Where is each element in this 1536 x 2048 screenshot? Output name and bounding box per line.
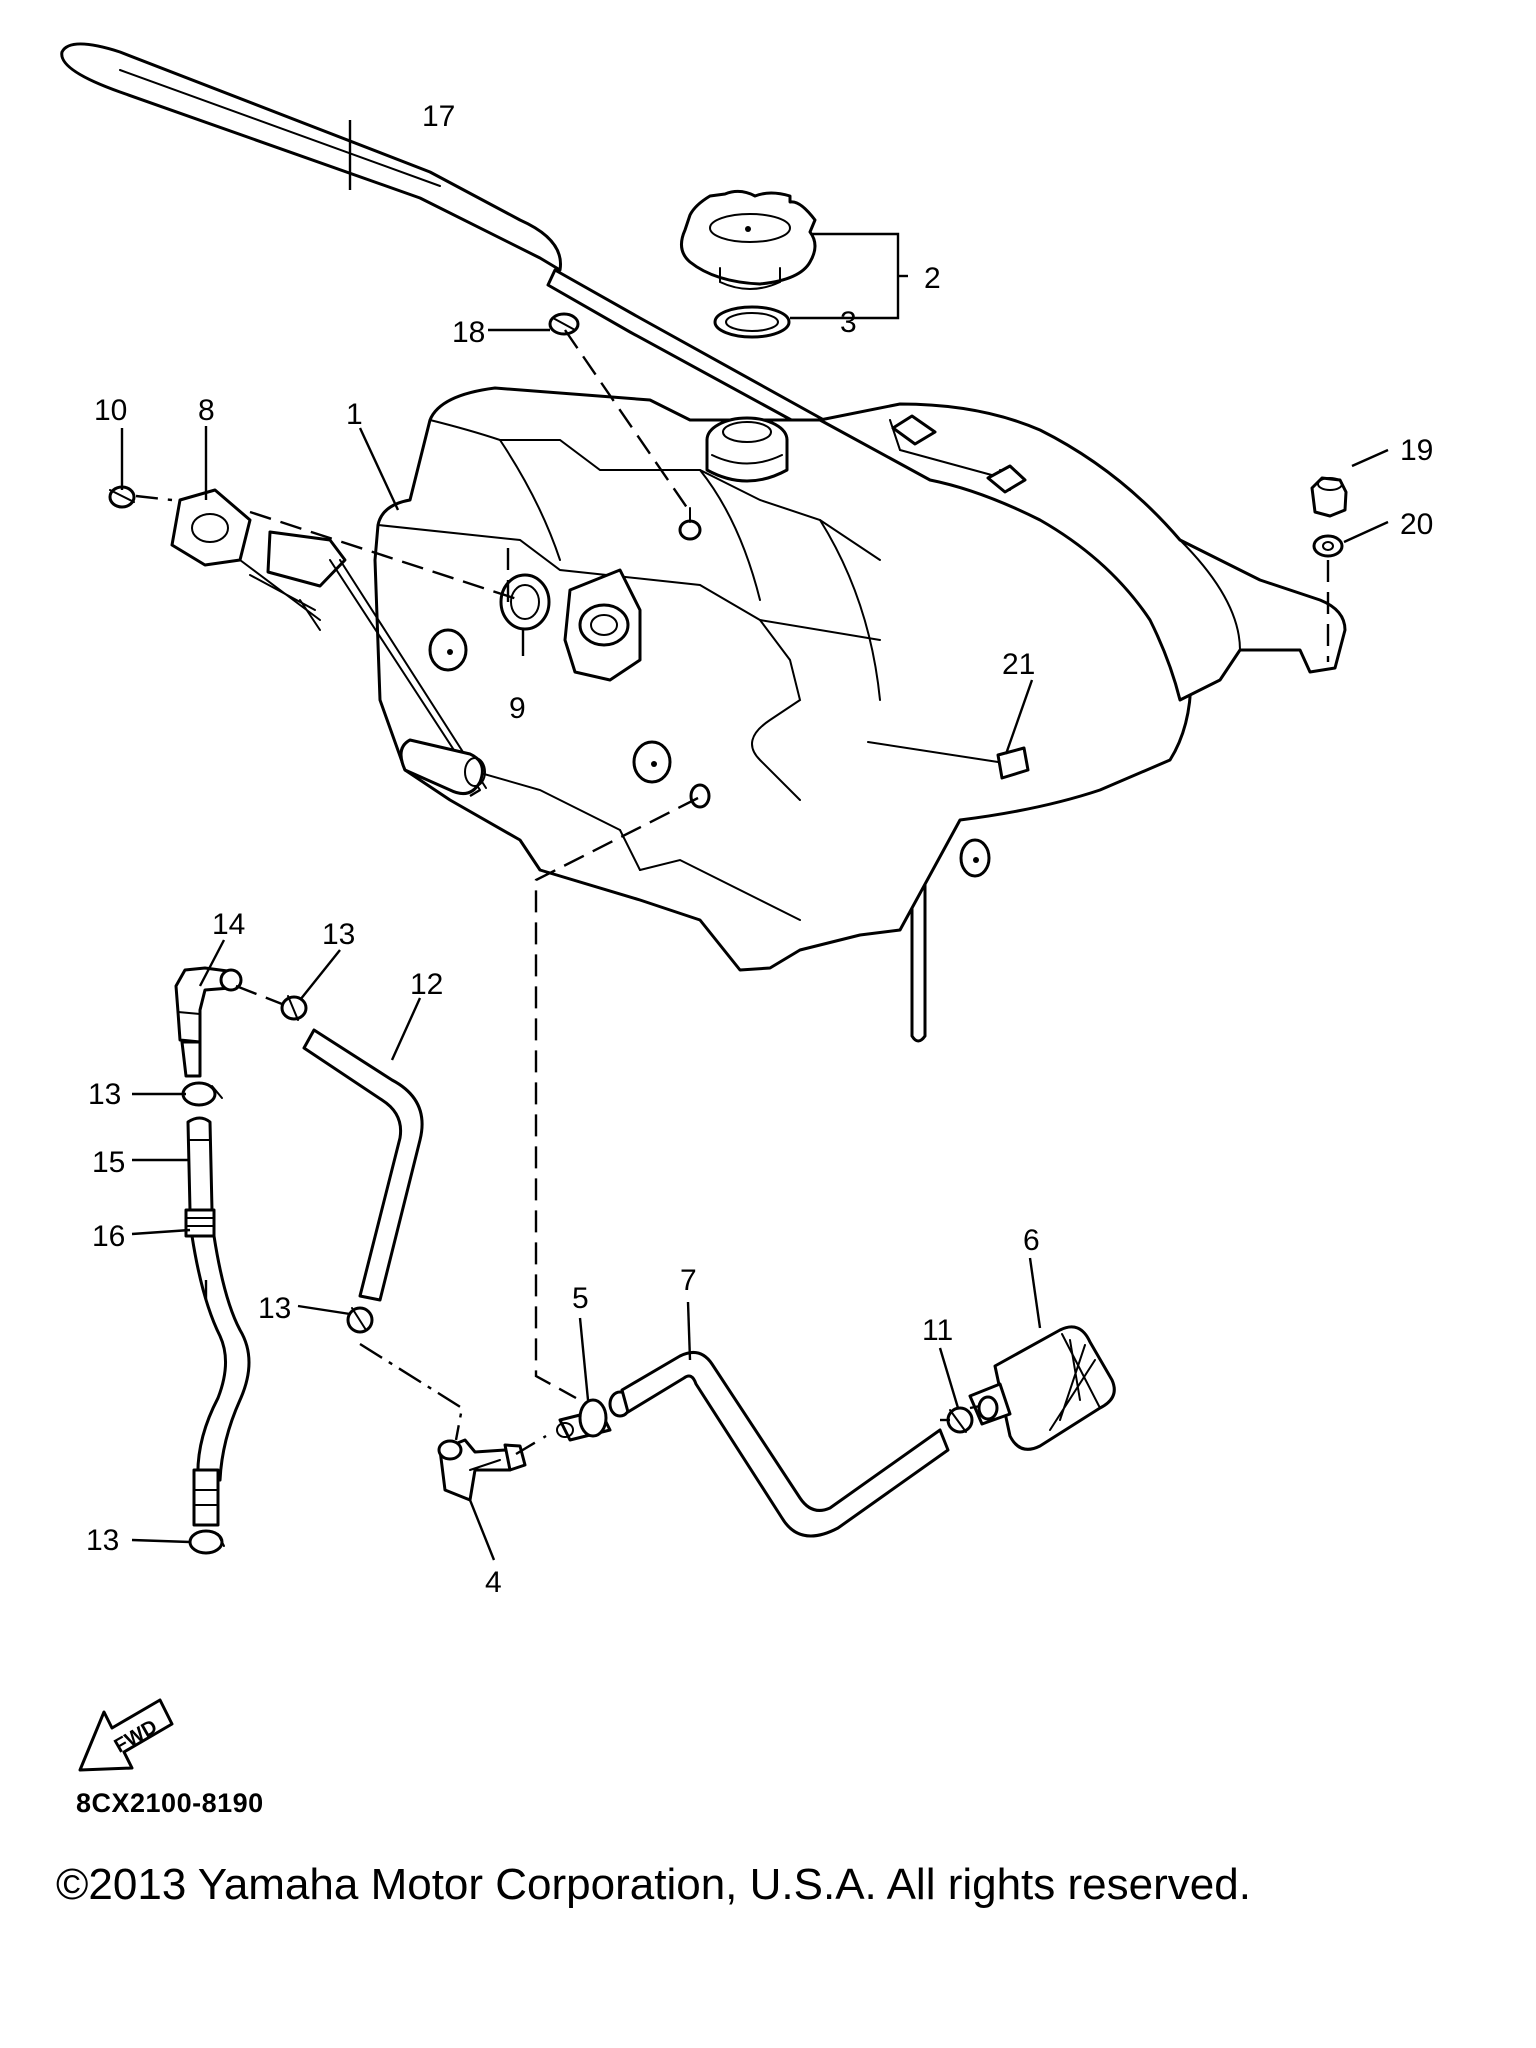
fuel-tank-1 (373, 386, 1347, 972)
callout-9: 9 (509, 692, 526, 725)
callout-6: 6 (1023, 1224, 1040, 1257)
clip-13-d (188, 1529, 225, 1555)
fuel-filter-6 (968, 1325, 1116, 1451)
callout-15: 15 (92, 1146, 125, 1179)
callout-12: 12 (410, 968, 443, 1001)
washer-20 (1312, 534, 1344, 558)
clamp-21 (867, 741, 1030, 780)
callout-10: 10 (94, 394, 127, 427)
fuel-cap-2 (679, 189, 817, 290)
gasket-9 (499, 573, 551, 631)
fuel-hose-7 (620, 1350, 950, 1538)
callout-13-c: 13 (258, 1292, 291, 1325)
drawing-code: 8CX2100-8190 (76, 1788, 264, 1818)
fitting-14 (174, 966, 243, 1078)
callout-1: 1 (346, 398, 363, 431)
callout-3: 3 (840, 306, 857, 339)
callout-7: 7 (680, 1264, 697, 1297)
clip-11 (946, 1406, 974, 1434)
cap-gasket-3 (713, 305, 791, 339)
callout-2: 2 (924, 262, 941, 295)
callout-13: 13 (322, 918, 355, 951)
hose-clip-18 (548, 312, 580, 336)
fwd-arrow-icon: FWD (78, 1698, 174, 1772)
callout-21: 21 (1002, 648, 1035, 681)
clip-13-c (346, 1306, 374, 1334)
callout-5: 5 (572, 1282, 589, 1315)
callout-13-b: 13 (88, 1078, 121, 1111)
callout-14: 14 (212, 908, 245, 941)
callout-8: 8 (198, 394, 215, 427)
callout-17: 17 (422, 100, 455, 133)
clip-13-b (181, 1081, 223, 1107)
drain-hose-16 (184, 1208, 251, 1527)
clip-13-a (280, 995, 308, 1021)
copyright-notice: ©2013 Yamaha Motor Corporation, U.S.A. A… (56, 1860, 1251, 1909)
leader-lines (120, 120, 1389, 1561)
elbow-fitting-4 (437, 1438, 527, 1502)
callout-16: 16 (92, 1220, 125, 1253)
pipe-15 (186, 1116, 214, 1212)
callout-4: 4 (485, 1566, 502, 1599)
fuel-sender-8 (170, 488, 487, 798)
fuel-fitting-5 (556, 1390, 632, 1442)
callout-13-d: 13 (86, 1524, 119, 1557)
callout-18: 18 (452, 316, 485, 349)
assembly-lines (135, 329, 1330, 1456)
callout-20: 20 (1400, 508, 1433, 541)
hose-12 (302, 1028, 424, 1302)
callout-19: 19 (1400, 434, 1433, 467)
nut-19 (1310, 476, 1348, 518)
callout-11: 11 (922, 1314, 953, 1347)
callout-labels: 1 2 3 4 5 6 7 8 9 10 11 12 13 13 13 13 1… (86, 100, 1433, 1599)
